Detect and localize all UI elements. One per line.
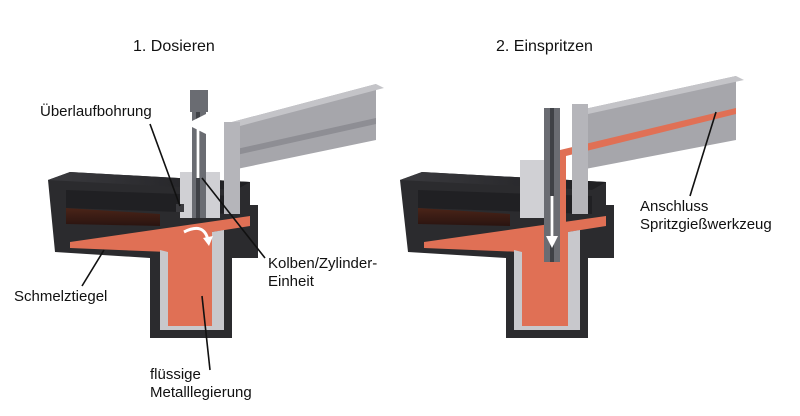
assembly-injection bbox=[400, 76, 744, 338]
nozzle-arm-2 bbox=[580, 76, 736, 170]
label-piston-cylinder-line2: Einheit bbox=[268, 273, 314, 290]
leader-lines bbox=[81, 111, 717, 371]
title-dosing: 1. Dosieren bbox=[133, 38, 215, 55]
melt-surface bbox=[70, 216, 250, 326]
leader-connection bbox=[689, 111, 717, 197]
title-injection: 2. Einspritzen bbox=[496, 38, 593, 55]
label-connection: Anschluss Spritzgießwerkzeug bbox=[640, 198, 772, 234]
assembly-dosing bbox=[48, 84, 384, 338]
overflow-bore bbox=[176, 204, 184, 212]
label-liquid-alloy-line2: Metalllegierung bbox=[150, 384, 252, 401]
leader-alloy bbox=[201, 295, 211, 371]
label-piston-cylinder-line1: Kolben/Zylinder- bbox=[268, 255, 378, 272]
leader-overflow bbox=[149, 123, 181, 207]
label-connection-line2: Spritzgießwerkzeug bbox=[640, 216, 772, 233]
label-piston-cylinder: Kolben/Zylinder- Einheit bbox=[268, 255, 377, 291]
label-connection-line1: Anschluss bbox=[640, 198, 709, 215]
label-liquid-alloy: flüssige Metalllegierung bbox=[150, 366, 252, 402]
label-overflow-bore: Überlaufbohrung bbox=[40, 103, 152, 120]
crucible-cavity bbox=[66, 208, 160, 226]
label-liquid-alloy-line1: flüssige bbox=[150, 366, 201, 383]
nozzle-arm bbox=[232, 84, 376, 170]
label-crucible: Schmelztiegel bbox=[14, 288, 108, 305]
leader-piston bbox=[201, 177, 266, 259]
leader-crucible bbox=[81, 249, 105, 287]
